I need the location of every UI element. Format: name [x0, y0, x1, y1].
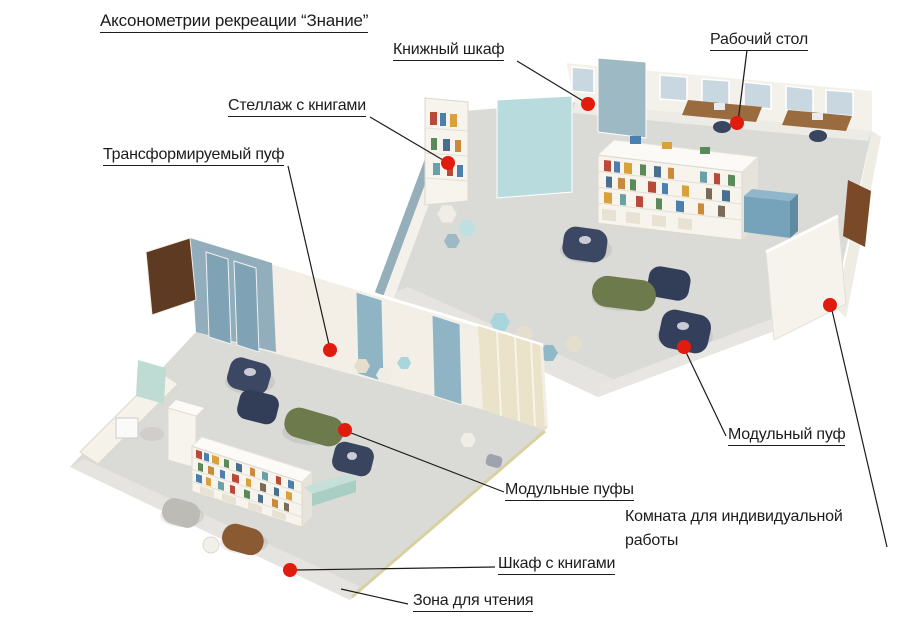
utility-area-graphic [79, 360, 179, 465]
blue-partition [597, 57, 647, 139]
reading-zone-graphic [160, 498, 268, 556]
book-cabinet-graphic [191, 436, 313, 528]
upper-room-illustration [375, 57, 881, 397]
teal-partition [496, 95, 573, 199]
leader-book-rack [369, 116, 449, 164]
label-modular-pouf: Модульный пуф [728, 423, 846, 447]
leader-modular-pouf [683, 347, 727, 437]
label-individual-room: Комната для индивидуальной работы [625, 508, 843, 549]
lower-room-illustration [70, 236, 548, 600]
lower-poufs-graphic [225, 357, 374, 477]
leader-lines [287, 49, 888, 605]
marker-individual-room [823, 298, 837, 312]
label-book-cabinet: Шкаф с книгами [498, 552, 615, 576]
white-cabinet-graphic [167, 400, 204, 469]
marker-transformable-pouf [323, 343, 337, 357]
teal-counter-graphic [304, 474, 356, 506]
label-work-desk: Рабочий стол [710, 28, 808, 52]
lower-hexagon-stools [354, 357, 503, 468]
label-reading-zone: Зона для чтения [413, 589, 534, 613]
lower-floor [70, 332, 548, 600]
blue-cabinet-graphic [744, 189, 798, 238]
upper-poufs-graphic [560, 226, 713, 354]
leader-bookcase [516, 60, 589, 105]
label-bookcase: Книжный шкаф [393, 38, 505, 62]
marker-book-rack [441, 156, 455, 170]
marker-book-cabinet [283, 563, 297, 577]
markers [283, 97, 837, 577]
marker-modular-pouf [677, 340, 691, 354]
page-title: Аксонометрии рекреации “Знание” [100, 8, 368, 34]
label-modular-poufs: Модульные пуфы [505, 478, 634, 502]
label-book-rack: Стеллаж с книгами [228, 94, 366, 118]
label-transformable-pouf: Трансформируемый пуф [103, 143, 285, 167]
lower-back-wall [145, 236, 548, 430]
leader-reading-zone [340, 588, 409, 605]
marker-work-desk [730, 116, 744, 130]
leader-individual-room [830, 305, 888, 548]
marker-bookcase [581, 97, 595, 111]
book-rack-graphic [375, 97, 469, 298]
individual-room-graphic [765, 131, 881, 341]
hexagon-tables-left [436, 204, 476, 248]
central-bookcase-graphic [596, 136, 760, 241]
marker-modular-poufs [338, 423, 352, 437]
leader-modular-poufs [345, 430, 505, 493]
work-desk-graphic [682, 100, 852, 142]
leader-work-desk [737, 49, 748, 123]
leader-transformable-pouf [287, 165, 331, 350]
leader-book-cabinet [295, 566, 496, 571]
